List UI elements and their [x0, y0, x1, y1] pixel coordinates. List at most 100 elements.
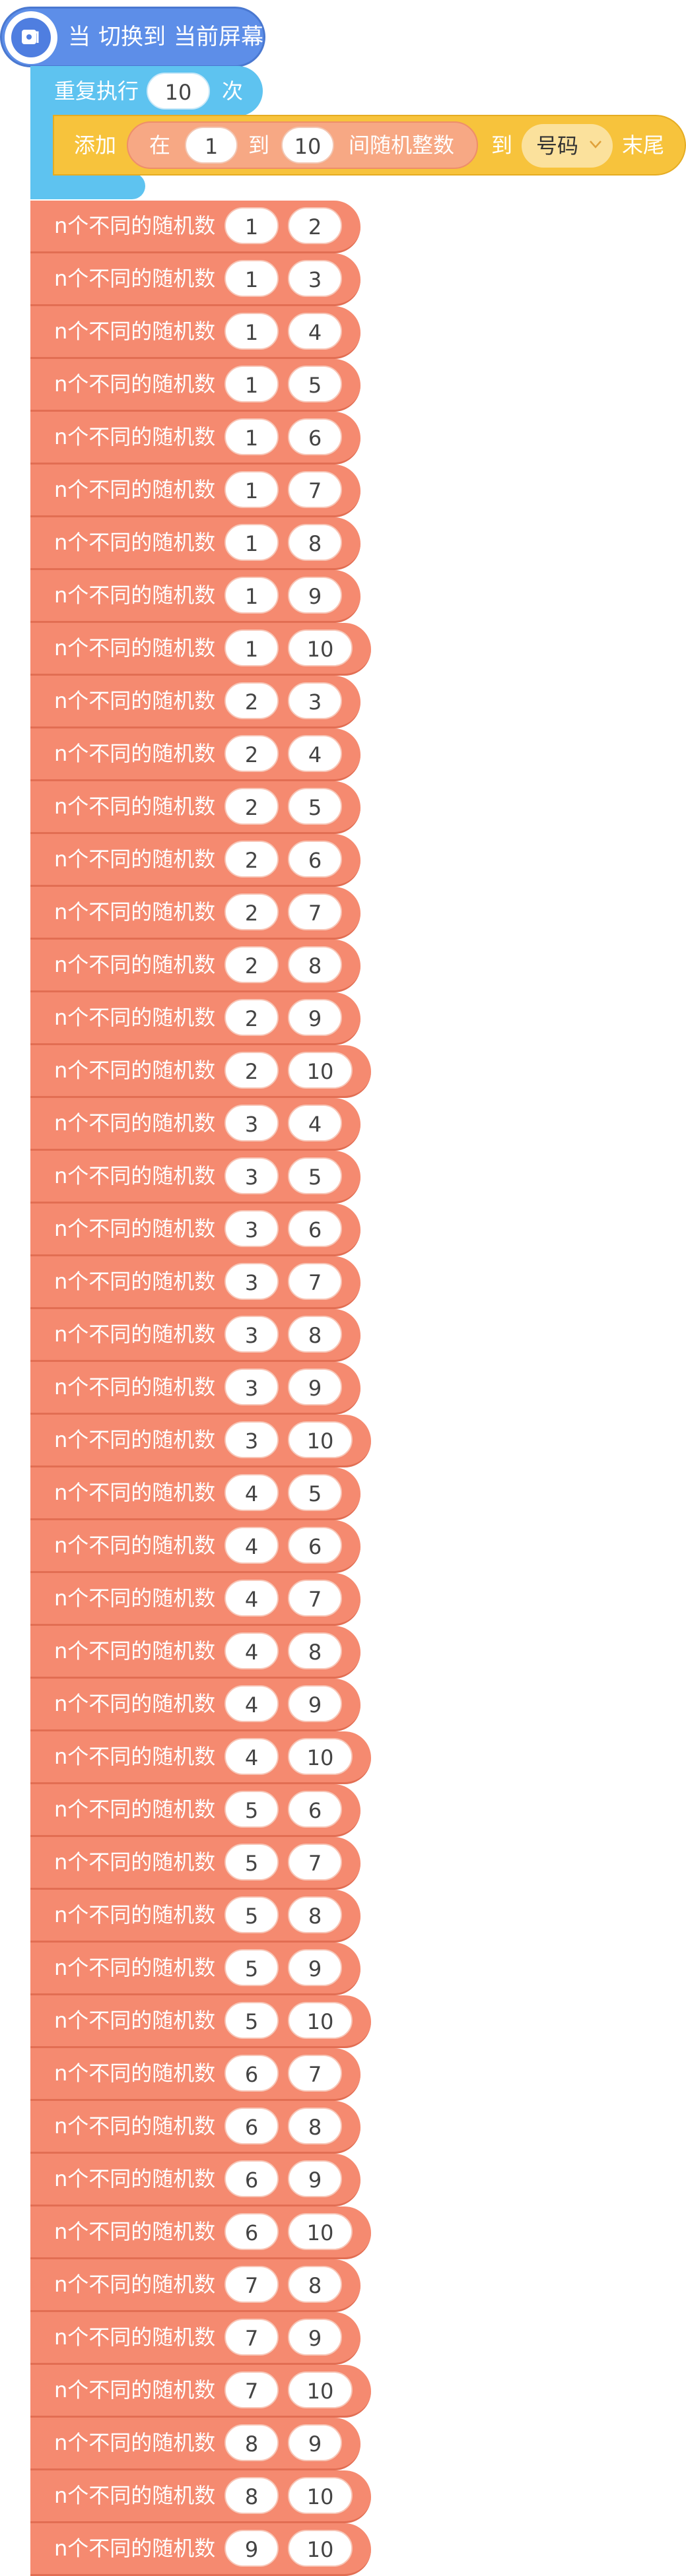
call-arg-1-input[interactable]: 6: [224, 2108, 279, 2144]
call-arg-1-input[interactable]: 2: [224, 735, 279, 772]
call-arg-2-input[interactable]: 7: [288, 1844, 342, 1881]
call-arg-1-input[interactable]: 3: [224, 1368, 279, 1405]
call-arg-2-input[interactable]: 7: [288, 471, 342, 508]
call-arg-2-input[interactable]: 9: [288, 2424, 342, 2461]
call-arg-2-input[interactable]: 4: [288, 313, 342, 350]
call-arg-1-input[interactable]: 3: [224, 1210, 279, 1247]
call-arg-1-input[interactable]: 8: [224, 2477, 279, 2514]
call-arg-1-input[interactable]: 1: [224, 471, 279, 508]
call-arg-2-input[interactable]: 7: [288, 1263, 342, 1300]
call-arg-1-input[interactable]: 4: [224, 1632, 279, 1669]
call-arg-2-input[interactable]: 5: [288, 1474, 342, 1511]
call-arg-1-input[interactable]: 2: [224, 682, 279, 719]
call-arg-1-input[interactable]: 5: [224, 2002, 279, 2039]
repeat-count-input[interactable]: 10: [147, 73, 210, 110]
call-arg-2-input[interactable]: 5: [288, 1157, 342, 1194]
call-arg-2-input[interactable]: 6: [288, 1527, 342, 1564]
call-arg-2-input[interactable]: 8: [288, 1896, 342, 1933]
call-arg-2-input[interactable]: 2: [288, 207, 342, 244]
call-arg-1-input[interactable]: 6: [224, 2055, 279, 2092]
call-arg-1-input[interactable]: 4: [224, 1738, 279, 1775]
call-arg-2-input[interactable]: 10: [288, 2371, 353, 2408]
call-arg-1-input[interactable]: 7: [224, 2266, 279, 2303]
call-arg-2-input[interactable]: 9: [288, 2160, 342, 2197]
event-hat-block[interactable]: 当切换到当前屏幕: [0, 7, 265, 67]
call-arg-1-input[interactable]: 1: [224, 260, 279, 297]
call-arg-1-input[interactable]: 7: [224, 2319, 279, 2356]
call-arg-2-input[interactable]: 3: [288, 260, 342, 297]
call-arg-2-input[interactable]: 10: [288, 629, 353, 666]
call-arg-1-input[interactable]: 3: [224, 1316, 279, 1353]
call-arg-1-input[interactable]: 5: [224, 1896, 279, 1933]
call-arg-1-input[interactable]: 2: [224, 841, 279, 878]
call-arg-1-input[interactable]: 4: [224, 1474, 279, 1511]
call-arg-1-input[interactable]: 7: [224, 2371, 279, 2408]
call-arg-1-input[interactable]: 1: [224, 524, 279, 561]
call-arg-2-input[interactable]: 10: [288, 1052, 353, 1089]
call-arg-1-input[interactable]: 4: [224, 1685, 279, 1722]
call-arg-2-input[interactable]: 7: [288, 893, 342, 930]
call-arg-2-input[interactable]: 10: [288, 2213, 353, 2250]
call-arg-1-input[interactable]: 2: [224, 1052, 279, 1089]
random-min-input[interactable]: 1: [185, 127, 238, 164]
call-arg-2-input[interactable]: 8: [288, 1632, 342, 1669]
call-arg-1-input[interactable]: 5: [224, 1844, 279, 1881]
call-arg-1-input[interactable]: 2: [224, 999, 279, 1036]
call-arg-2-input[interactable]: 9: [288, 1685, 342, 1722]
call-arg-1-input[interactable]: 1: [224, 313, 279, 350]
call-arg-2-input[interactable]: 10: [288, 2002, 353, 2039]
call-arg-1-input[interactable]: 4: [224, 1527, 279, 1564]
call-arg-1-input[interactable]: 6: [224, 2213, 279, 2250]
call-arg-1-input[interactable]: 3: [224, 1263, 279, 1300]
call-arg-1-input[interactable]: 1: [224, 577, 279, 614]
call-arg-2-input[interactable]: 9: [288, 2319, 342, 2356]
call-arg-2-input[interactable]: 10: [288, 2477, 353, 2514]
call-arg-1-input[interactable]: 9: [224, 2530, 279, 2567]
call-arg-2-input[interactable]: 4: [288, 1105, 342, 1142]
call-arg-2-input[interactable]: 9: [288, 577, 342, 614]
call-arg-1-input[interactable]: 1: [224, 366, 279, 402]
call-arg-1-input[interactable]: 4: [224, 1580, 279, 1617]
call-arg-1-input[interactable]: 3: [224, 1157, 279, 1194]
call-arg-2-input[interactable]: 7: [288, 1580, 342, 1617]
call-arg-2-input[interactable]: 8: [288, 1316, 342, 1353]
call-arg-1-input[interactable]: 3: [224, 1105, 279, 1142]
random-integer-block[interactable]: 在 1 到 10 间随机整数: [127, 121, 478, 169]
random-max-input[interactable]: 10: [281, 127, 334, 164]
call-arg-2-input[interactable]: 9: [288, 999, 342, 1036]
